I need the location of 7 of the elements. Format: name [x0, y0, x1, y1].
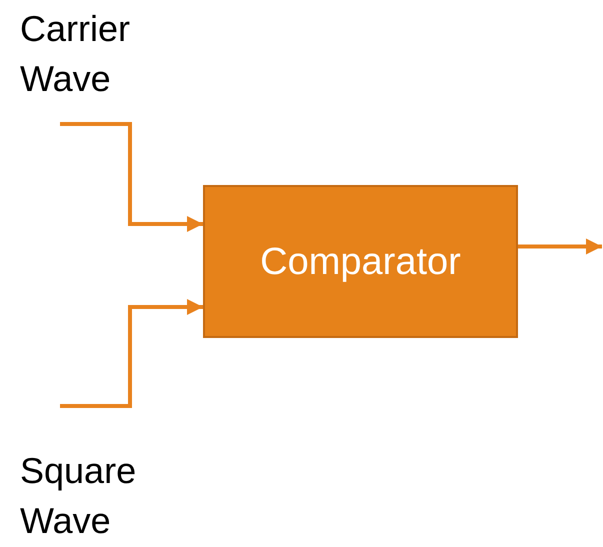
box-label: Comparator — [260, 240, 461, 284]
input-label: Carrier Wave — [20, 7, 132, 101]
arrow — [518, 238, 602, 254]
arrow — [60, 299, 203, 408]
arrow — [60, 122, 203, 232]
input-label: Square Wave — [20, 449, 138, 543]
process-box — [203, 185, 518, 338]
